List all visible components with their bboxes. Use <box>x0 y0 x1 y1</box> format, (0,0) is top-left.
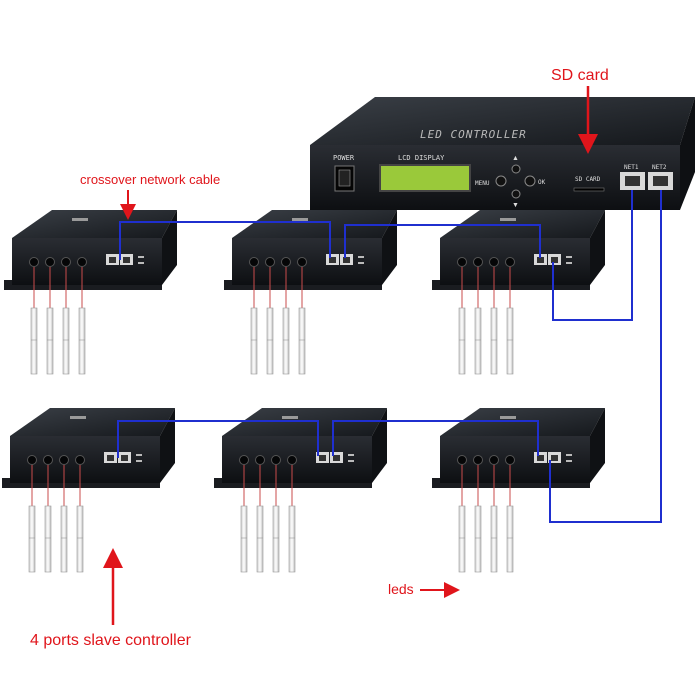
cable-net1-to-slave3 <box>552 190 633 321</box>
master-title: LED CONTROLLER <box>420 128 527 141</box>
lcd-display <box>379 164 471 192</box>
slave-controller-5 <box>213 407 388 573</box>
leds-label: leds <box>388 581 414 597</box>
sd-card-label: SD card <box>551 67 609 84</box>
menu-label: MENU <box>475 180 490 187</box>
ok-button <box>524 175 536 187</box>
slave-controller-2 <box>223 209 398 375</box>
ok-label: OK <box>538 179 546 186</box>
sd-slot-label: SD CARD <box>575 176 601 183</box>
slave-controller-3 <box>431 209 606 375</box>
sd-card-slot <box>573 187 605 192</box>
slave-controller-4 <box>1 407 176 573</box>
up-arrow-icon: ▲ <box>512 155 519 162</box>
net1-label: NET1 <box>624 164 639 171</box>
cable-slave5-to-slave6 <box>332 420 539 456</box>
annotations: SD card crossover network cable leds 4 p… <box>30 67 609 649</box>
net2-label: NET2 <box>652 164 667 171</box>
cable-slave1-to-slave2 <box>119 221 331 260</box>
cable-slave4-to-slave5 <box>117 420 319 458</box>
up-button <box>511 164 521 174</box>
slave-controller-label: 4 ports slave controller <box>30 632 192 649</box>
network-cables <box>117 190 662 523</box>
cable-net2-to-slave6 <box>549 190 662 523</box>
cable-slave2-to-slave3 <box>344 224 541 258</box>
slave-controller-1 <box>3 209 178 375</box>
menu-button <box>495 175 507 187</box>
master-controller: LED CONTROLLER POWER LCD DISPLAY MENU ▲ … <box>310 97 695 210</box>
slave-controller-6 <box>431 407 606 573</box>
lcd-label: LCD DISPLAY <box>398 154 445 162</box>
down-arrow-icon: ▼ <box>512 202 519 209</box>
crossover-label: crossover network cable <box>80 172 220 187</box>
down-button <box>511 189 521 199</box>
power-label: POWER <box>333 154 355 162</box>
